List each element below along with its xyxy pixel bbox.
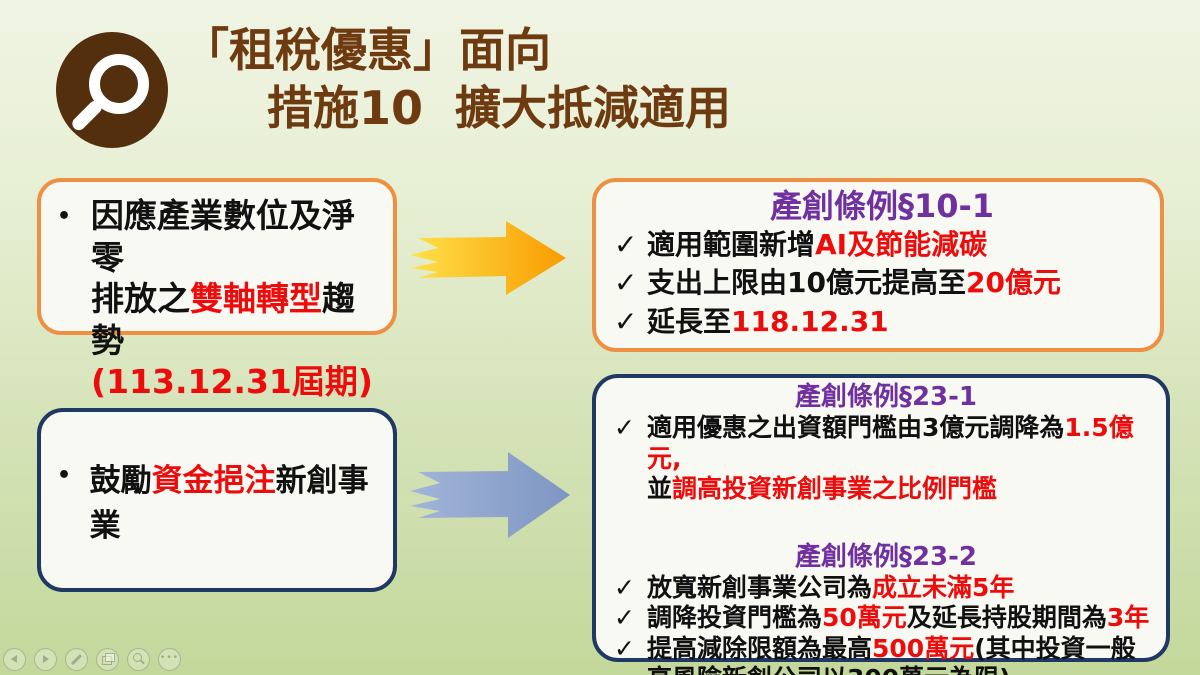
text-seg: 50萬元 (822, 603, 907, 633)
text-seg: 新創事業 (89, 463, 369, 544)
presenter-toolbar: ••• (3, 648, 181, 671)
text-seg: 調高投資新創事業之比例門檻 (672, 474, 998, 504)
slide-title-line2: 措施10 擴大抵減適用 (267, 80, 732, 135)
yellow-arrow-icon (410, 221, 566, 295)
text-seg: 適用範圍新增 (647, 228, 816, 261)
more-options-icon: ••• (160, 653, 179, 663)
check-item: ✓ 調降投資門檻為50萬元及延長持股期間為3年 (614, 603, 1158, 634)
text-seg: 放寬新創事業公司為 (647, 572, 873, 602)
topic-text: 因應產業數位及淨零 (91, 195, 387, 278)
check-item: ✓ 放寬新創事業公司為成立未滿5年 (614, 573, 1158, 604)
check-icon: ✓ (614, 633, 635, 663)
zoom-icon (133, 653, 142, 662)
slide-title: 「租稅優惠」面向 措施10 擴大抵減適用 (183, 22, 731, 138)
text-seg: 118.12.31 (731, 304, 889, 338)
text-seg: 500萬元 (872, 633, 975, 663)
text-seg: 適用優惠之出資額門檻由3億元調降為 (647, 413, 1065, 443)
text-seg: 3年 (1106, 603, 1150, 633)
text-seg: 及延長持股期間為 (906, 603, 1107, 633)
magnifier-badge (56, 32, 168, 148)
check-item: ✓ 延長至118.12.31 (614, 303, 1150, 341)
detail-box-23: 產創條例§23-1 ✓ 適用優惠之出資額門檻由3億元調降為1.5億元, 並調高投… (592, 374, 1170, 675)
check-item: ✓ 支出上限由10億元提高至20億元 (614, 264, 1150, 302)
text-seg: 資金挹注 (151, 463, 276, 499)
more-options-button[interactable]: ••• (158, 648, 181, 671)
text-seg: 成立未滿5年 (872, 572, 1015, 602)
check-item-text: 延長至118.12.31 (647, 303, 1150, 341)
text-seg: 調降投資門檻為 (647, 603, 823, 633)
previous-slide-icon (11, 655, 17, 663)
check-item: ✓ 適用優惠之出資額門檻由3億元調降為1.5億元, (614, 413, 1158, 474)
next-slide-icon (43, 655, 49, 663)
text-seg: 雙軸轉型 (190, 279, 322, 319)
zoom-button[interactable] (127, 648, 150, 671)
pen-button[interactable] (65, 648, 88, 671)
pen-icon (70, 654, 82, 665)
text-seg: 支出上限由10億元提高至 (647, 266, 966, 300)
check-icon: ✓ (614, 603, 635, 633)
check-item-text: 適用優惠之出資額門檻由3億元調降為1.5億元, (647, 413, 1158, 474)
check-item: ✓ 提高減除限額為最高500萬元(其中投資一般高風險新創公司以300萬元為限) (614, 634, 1158, 675)
text-seg: 並 (647, 474, 673, 504)
check-icon: ✓ (614, 572, 635, 602)
check-item-text: 適用範圍新增AI及節能減碳 (647, 226, 1150, 264)
text-seg: 鼓勵 (89, 463, 152, 499)
topic-line: (113.12.31屆期) (57, 361, 387, 403)
check-item-text: 支出上限由10億元提高至20億元 (647, 264, 1150, 302)
bullet-icon: • (57, 204, 72, 229)
check-item-text: 並調高投資新創事業之比例門檻 (647, 474, 1158, 505)
all-slides-icon-overlay (105, 653, 115, 662)
previous-slide-button[interactable] (3, 648, 26, 671)
text-seg: 延長至 (647, 304, 732, 338)
magnifier-icon (89, 54, 149, 114)
topic-line: • 因應產業數位及淨零 (57, 195, 387, 278)
spacer (614, 505, 1158, 542)
topic-line: 排放之雙軸轉型趨勢 (57, 278, 387, 361)
check-item-text: 放寬新創事業公司為成立未滿5年 (647, 573, 1158, 604)
zoom-icon-handle (140, 659, 145, 665)
topic-box-startup-funding: • 鼓勵資金挹注新創事業 (37, 408, 397, 592)
statute-title: 產創條例§10-1 (769, 187, 995, 225)
slide-title-line1: 「租稅優惠」面向 (183, 23, 551, 77)
check-item-continuation: 並調高投資新創事業之比例門檻 (614, 474, 1158, 505)
text-seg: 提高減除限額為最高 (647, 633, 873, 663)
statute-title: 產創條例§23-2 (794, 541, 978, 572)
bullet-icon: • (57, 463, 72, 488)
text-seg: (其中投資一般高風險新創公司以300萬元為限) (647, 633, 1136, 675)
check-icon: ✓ (614, 228, 638, 261)
blue-arrow-icon (410, 452, 570, 538)
check-icon: ✓ (614, 304, 638, 338)
check-icon: ✓ (614, 413, 635, 443)
text-seg: AI及節能減碳 (815, 228, 988, 261)
topic-line: • 鼓勵資金挹注新創事業 (57, 455, 387, 545)
detail-box-10-1: 產創條例§10-1 ✓ 適用範圍新增AI及節能減碳 ✓ 支出上限由10億元提高至… (592, 178, 1164, 352)
text-seg: 排放之 (91, 279, 190, 319)
check-item: ✓ 適用範圍新增AI及節能減碳 (614, 226, 1150, 264)
check-item-text: 調降投資門檻為50萬元及延長持股期間為3年 (647, 603, 1158, 634)
text-seg: (113.12.31屆期) (91, 362, 373, 402)
check-icon: ✓ (614, 266, 638, 300)
text-seg: 20億元 (965, 266, 1061, 300)
next-slide-button[interactable] (34, 648, 57, 671)
topic-box-dual-transition: • 因應產業數位及淨零 排放之雙軸轉型趨勢 (113.12.31屆期) (37, 178, 397, 401)
text-seg: 趨勢 (91, 279, 355, 360)
text-seg: 因應產業數位及淨零 (90, 196, 355, 277)
all-slides-button[interactable] (96, 648, 119, 671)
topic-text: 鼓勵資金挹注新創事業 (90, 455, 387, 545)
statute-title: 產創條例§23-1 (794, 382, 978, 412)
magnifier-handle-icon (69, 98, 105, 133)
text-seg: 1.5億元, (647, 413, 1134, 473)
check-item-text: 提高減除限額為最高500萬元(其中投資一般高風險新創公司以300萬元為限) (647, 634, 1158, 675)
